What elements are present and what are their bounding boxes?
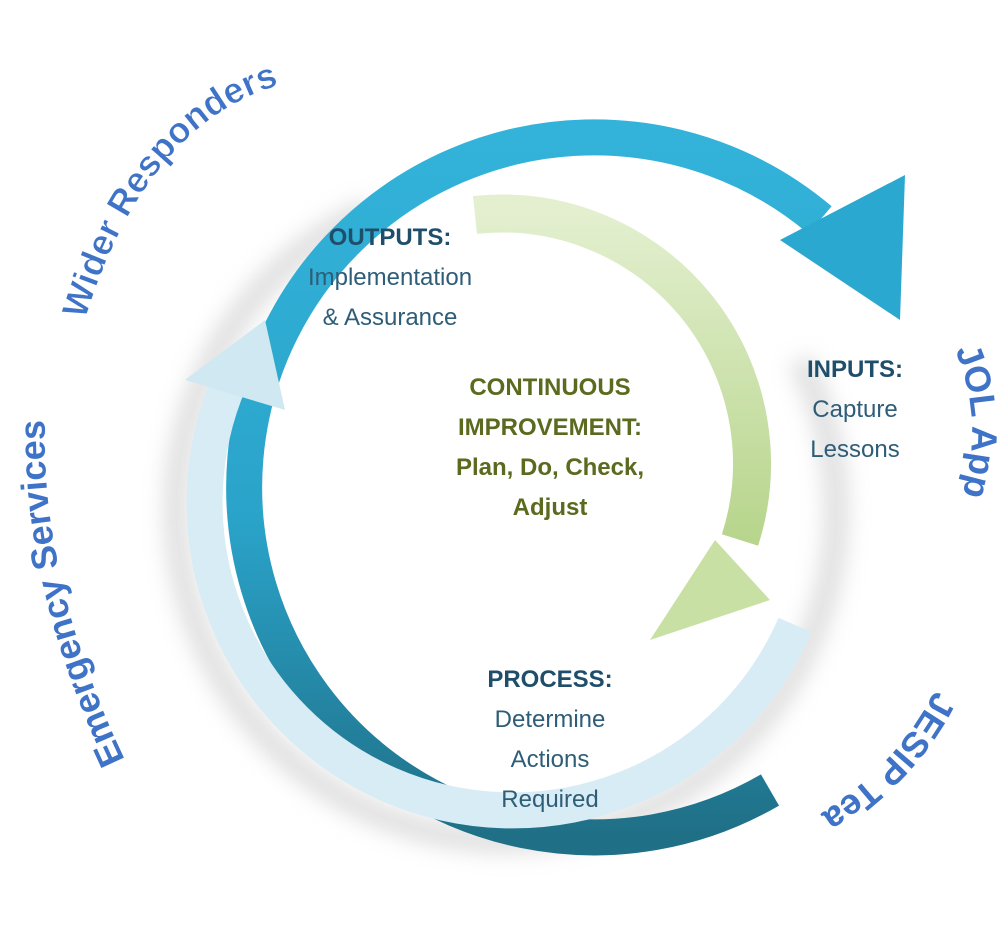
wider-responders-label: Wider Responders — [54, 54, 282, 323]
continuous-line-2: IMPROVEMENT: — [457, 414, 642, 441]
green-arrow-arc — [472, 194, 771, 546]
outer-arrowhead — [780, 175, 905, 320]
process-block: PROCESS: Determine Actions Required — [450, 660, 650, 820]
green-arrowhead — [650, 540, 770, 640]
light-arrowhead — [185, 320, 285, 410]
process-line-2: Actions — [510, 746, 590, 773]
continuous-line-3: Plan, Do, Check, — [455, 454, 645, 481]
shadow-ring — [163, 198, 850, 854]
inputs-heading: INPUTS: — [807, 356, 903, 383]
continuous-line-1: CONTINUOUS — [469, 374, 631, 401]
outputs-block: OUTPUTS: Implementation & Assurance — [270, 218, 510, 338]
jol-app-label: JOL App — [948, 338, 1000, 503]
process-line-3: Required — [501, 786, 599, 813]
outputs-heading: OUTPUTS: — [328, 224, 452, 251]
continuous-improvement-block: CONTINUOUS IMPROVEMENT: Plan, Do, Check,… — [400, 368, 700, 528]
inputs-block: INPUTS: Capture Lessons — [780, 350, 930, 470]
outputs-line-1: Implementation — [307, 264, 473, 291]
inputs-line-1: Capture — [812, 396, 898, 423]
process-line-1: Determine — [494, 706, 606, 733]
process-heading: PROCESS: — [487, 666, 613, 693]
outputs-line-2: & Assurance — [322, 304, 458, 331]
inputs-line-2: Lessons — [810, 436, 900, 463]
emergency-services-label: Emergency Services — [12, 420, 133, 774]
continuous-line-4: Adjust — [512, 494, 588, 521]
outer-arrow-arc — [226, 119, 832, 856]
light-arrow-arc — [186, 372, 812, 829]
